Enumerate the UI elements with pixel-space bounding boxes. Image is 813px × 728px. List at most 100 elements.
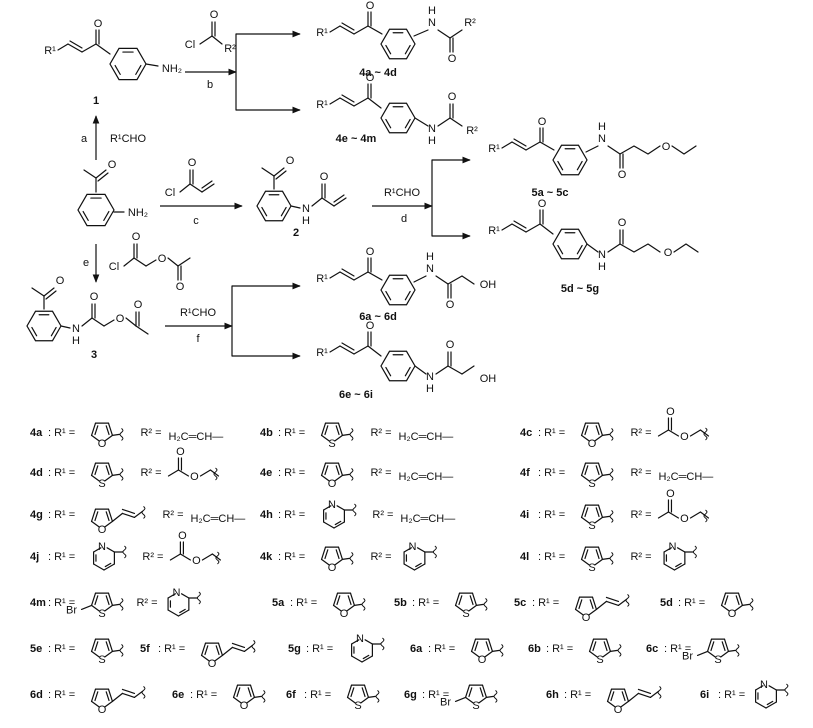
bond: [689, 429, 702, 437]
attachment-squiggle-icon: [141, 505, 146, 519]
ring-bond: [107, 638, 114, 652]
legend-compound-id: 4a: [30, 427, 43, 439]
nitrogen-atom: N: [408, 541, 416, 553]
attachment-squiggle-icon: [380, 637, 385, 651]
ethoxy-chain: [619, 243, 661, 253]
step-label-a: a: [81, 133, 88, 145]
oxygen-atom: O: [98, 438, 107, 450]
benzene-ring: [380, 350, 416, 382]
chain-bond: [329, 97, 341, 105]
ring-double-bond: [474, 641, 479, 652]
attachment-bond: [253, 695, 263, 698]
ring-bond: [320, 558, 330, 566]
oxygen-atom: O: [618, 217, 627, 229]
ring-double-bond: [94, 641, 99, 652]
benzene-ring: [77, 193, 115, 227]
vinyl-bond: [231, 646, 246, 652]
ring-bond: [107, 508, 114, 522]
ring-double-bond: [82, 210, 89, 221]
ring-bond: [323, 521, 335, 529]
r1-equals-label: : R¹ =: [48, 509, 75, 521]
ester-oxygen: O: [190, 471, 199, 483]
ester-oxygen: O: [192, 555, 201, 567]
sulfur-atom: S: [472, 700, 479, 712]
attachment-squiggle-icon: [749, 597, 754, 611]
oxygen-atom: O: [538, 116, 547, 128]
ring-bond: [663, 547, 672, 553]
ring-bond: [107, 422, 114, 436]
r1-equals-label: : R¹ =: [306, 643, 333, 655]
bond: [607, 145, 621, 155]
chain-bond: [329, 25, 341, 33]
bond: [449, 117, 463, 127]
ring-double-bond: [576, 160, 583, 171]
attachment-bond: [111, 433, 121, 436]
ring-bond: [594, 434, 604, 442]
ring-double-bond: [261, 206, 268, 217]
ester-oxygen: O: [680, 513, 689, 525]
bond: [125, 317, 137, 327]
bond: [689, 511, 702, 519]
attachment-bond: [485, 695, 495, 698]
oxygen-atom: O: [448, 91, 457, 103]
ring-bond: [620, 700, 630, 708]
attachment-squiggle-icon: [609, 509, 614, 523]
vinyl-substituent: H₂C═CH—: [400, 513, 455, 525]
r1-label: R¹: [316, 99, 328, 111]
ring-bond: [249, 684, 256, 698]
oxygen-atom: O: [94, 18, 103, 30]
amine-group: NH₂: [162, 63, 182, 75]
ring-bond: [90, 700, 100, 708]
attachment-squiggle-icon: [349, 551, 354, 565]
amide-nitrogen: N: [302, 203, 310, 215]
attachment-bond: [341, 433, 351, 436]
ring-double-bond: [485, 641, 490, 652]
ring-bond: [90, 592, 97, 606]
oxygen-atom: O: [538, 198, 547, 210]
attachment-squiggle-icon: [657, 685, 662, 699]
ring-bond: [104, 474, 114, 482]
r1-equals-label: : R¹ =: [278, 427, 305, 439]
ring-bond: [676, 547, 686, 553]
ring-double-bond: [621, 691, 626, 702]
vinyl-double-bond: [121, 508, 136, 514]
chain-bond: [353, 25, 369, 35]
attachment-bond: [243, 644, 254, 652]
legend-compound-id: 4j: [30, 551, 39, 563]
ring-double-bond: [105, 595, 110, 606]
alkene-bond: [333, 197, 347, 207]
r1-label: R¹: [44, 45, 56, 57]
chain-bond: [353, 271, 369, 281]
ring-bond: [361, 655, 373, 663]
bond: [179, 553, 191, 561]
ring-bond: [454, 592, 461, 606]
alkene-bond: [511, 141, 527, 151]
oxygen-atom: O: [98, 524, 107, 536]
attachment-squiggle-icon: [493, 689, 498, 703]
legend-compound-id: 5f: [140, 643, 150, 655]
legend-item-6g: 6g: R¹ =SBr: [404, 684, 498, 712]
amide-nitrogen: N: [428, 17, 436, 29]
amide-nitrogen: N: [426, 371, 434, 383]
ring-double-bond: [94, 595, 99, 606]
r2-equals-label: R² =: [630, 551, 651, 563]
ring-bond: [90, 462, 97, 476]
bond: [321, 197, 335, 207]
bond: [414, 117, 429, 127]
methyl-bond: [135, 325, 149, 335]
ring-double-bond: [135, 64, 142, 75]
nitrogen-atom: N: [328, 499, 336, 511]
ring-bond: [320, 462, 327, 476]
ring-double-bond: [404, 366, 411, 377]
r2-label: R²: [464, 17, 476, 29]
legend-compound-id: 4g: [30, 509, 43, 521]
ring-bond: [232, 684, 239, 698]
bond: [447, 365, 463, 375]
amide-nitrogen: N: [428, 123, 436, 135]
ring-double-bond: [105, 691, 110, 702]
bond: [435, 275, 449, 285]
ether-oxygen: O: [664, 247, 673, 259]
substituent-legend: 4a: R¹ =OR² =H₂C═CH—4b: R¹ =SR² =H₂C═CH—…: [30, 406, 789, 716]
amide-hydrogen: H: [598, 121, 606, 133]
